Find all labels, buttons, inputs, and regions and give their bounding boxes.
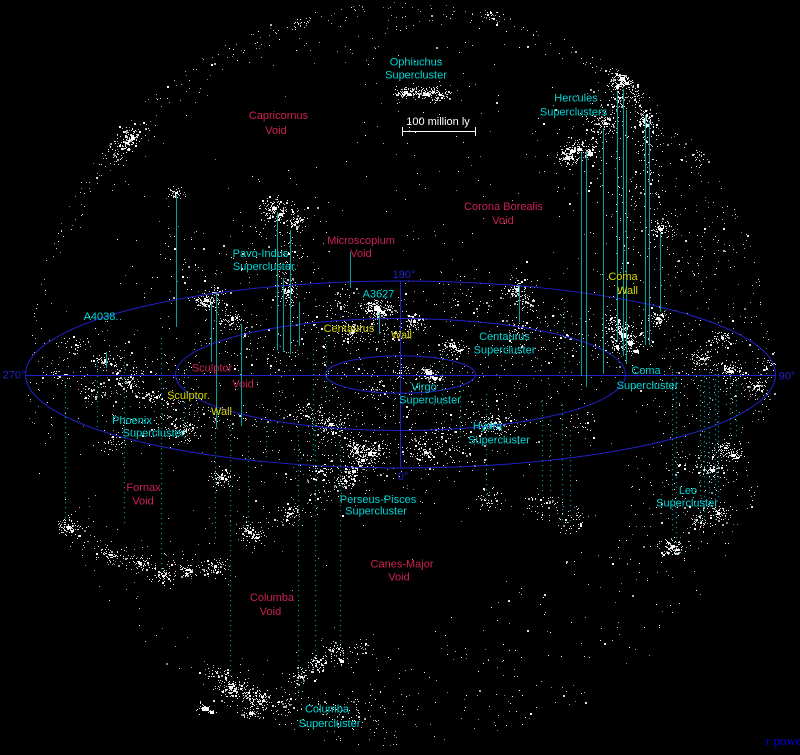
svg-text:0°: 0° <box>398 471 409 483</box>
svg-text:Supercluster: Supercluster <box>385 70 447 82</box>
svg-text:Perseus-Pisces: Perseus-Pisces <box>340 494 417 506</box>
svg-text:A4038.: A4038. <box>84 311 119 323</box>
svg-text:Hydra: Hydra <box>473 421 503 433</box>
svg-text:100 million ly: 100 million ly <box>406 116 470 128</box>
svg-text:Void: Void <box>492 215 513 227</box>
svg-text:Supercluster.: Supercluster. <box>233 261 297 273</box>
svg-text:Sculptor: Sculptor <box>192 363 233 375</box>
svg-text:Supercluster: Supercluster <box>123 428 185 440</box>
svg-text:Sculptor.: Sculptor. <box>167 390 210 402</box>
svg-text:Hercules: Hercules <box>554 93 598 105</box>
svg-text:Superclusters: Superclusters <box>540 107 608 119</box>
svg-text:Phoenix: Phoenix <box>112 415 152 427</box>
svg-text:Supercluster: Supercluster <box>474 345 536 357</box>
svg-text:Supercluster: Supercluster <box>299 718 361 730</box>
svg-text:Pavo-Indus: Pavo-Indus <box>233 248 289 260</box>
svg-text:Void: Void <box>388 572 409 584</box>
svg-text:Leo: Leo <box>679 485 697 497</box>
svg-text:A3627: A3627 <box>363 289 395 301</box>
svg-text:Void: Void <box>132 496 153 508</box>
svg-text:Supercluster: Supercluster <box>399 395 461 407</box>
svg-text:Microscopium: Microscopium <box>327 235 395 247</box>
svg-text:Coma: Coma <box>608 271 638 283</box>
svg-text:Columba: Columba <box>305 704 350 716</box>
svg-text:Supercluster: Supercluster <box>656 498 718 510</box>
svg-text:Wall: Wall <box>617 285 638 297</box>
svg-text:Wall: Wall <box>211 406 232 418</box>
svg-text:Capricornus: Capricornus <box>249 110 309 122</box>
svg-text:90°: 90° <box>779 371 796 383</box>
svg-text:Wall: Wall <box>391 330 412 342</box>
svg-text:Ophiuchus: Ophiuchus <box>390 57 443 69</box>
svg-text:Fornax: Fornax <box>126 482 161 494</box>
svg-text:Supercluster: Supercluster <box>345 506 407 518</box>
svg-text:Void: Void <box>265 125 286 137</box>
svg-text:Corona Borealis: Corona Borealis <box>464 201 543 213</box>
svg-text:Columba: Columba <box>250 592 295 604</box>
svg-text:Coma: Coma <box>631 365 661 377</box>
svg-text:Void: Void <box>350 248 371 260</box>
svg-text:r powell: r powell <box>766 733 800 748</box>
svg-text:Void: Void <box>260 606 281 618</box>
svg-text:Centaurus: Centaurus <box>479 331 530 343</box>
svg-text:Virgo: Virgo <box>411 382 436 394</box>
svg-text:Supercluster: Supercluster <box>468 435 530 447</box>
svg-text:Supercluster: Supercluster <box>617 380 679 392</box>
svg-text:270°: 270° <box>3 370 26 382</box>
svg-text:Void: Void <box>232 379 253 391</box>
svg-text:Canes-Major: Canes-Major <box>371 559 434 571</box>
svg-text:180°: 180° <box>393 269 416 281</box>
svg-text:Centaurus: Centaurus <box>324 323 375 335</box>
